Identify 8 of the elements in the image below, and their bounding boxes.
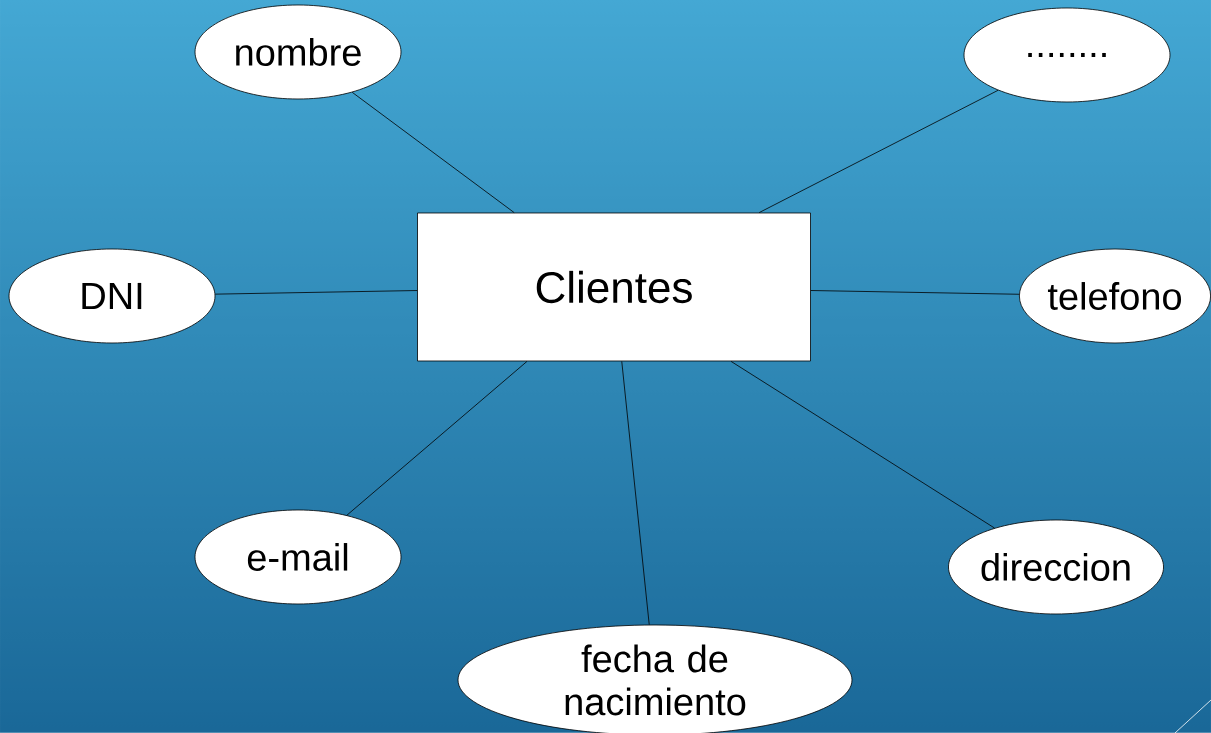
connector-line: [351, 91, 515, 213]
connector-line: [214, 290, 418, 295]
connector-line: [346, 361, 528, 516]
connector-line: [810, 290, 1020, 295]
entity-box: Clientes: [417, 212, 811, 362]
connector-line: [621, 361, 650, 625]
connector-line: [758, 89, 999, 213]
connector-line: [730, 361, 995, 529]
